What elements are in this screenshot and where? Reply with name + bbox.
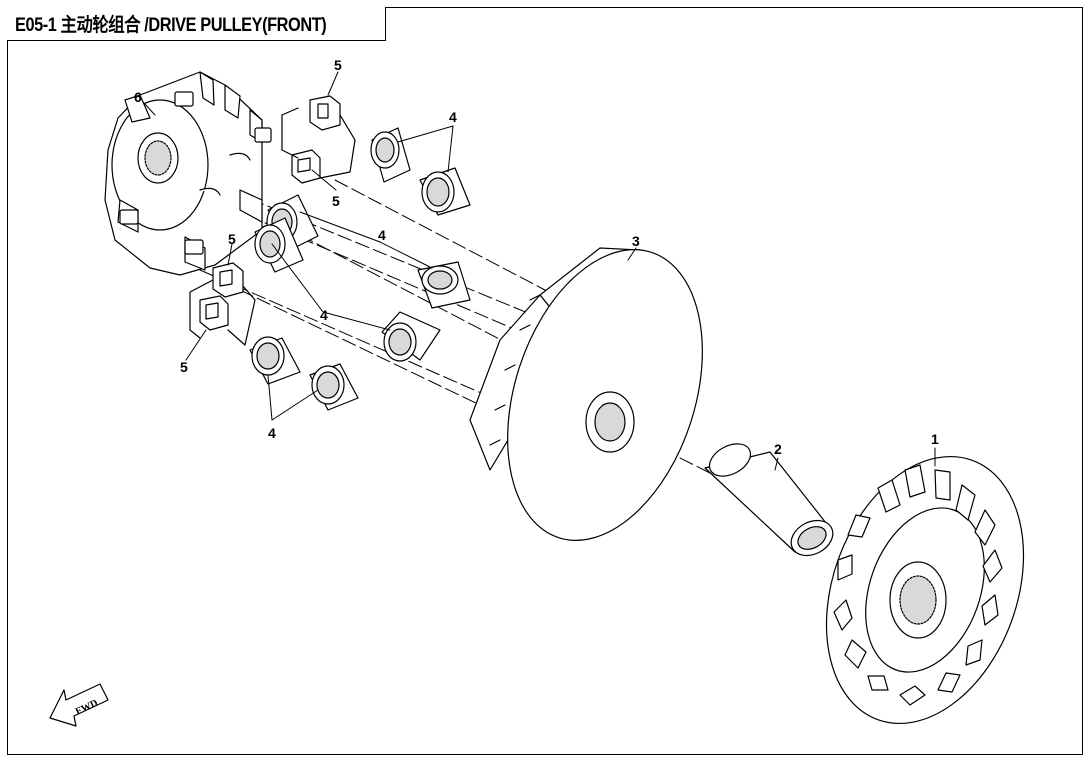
part2-collar-sleeve [704,443,834,557]
callout-part5-a: 5 [334,57,342,73]
part4-roller-group [249,127,471,411]
slider-mid-bottom [212,262,244,298]
fwd-arrow: FWD [49,683,109,727]
roller-4 [254,217,304,273]
callout-part5-c: 5 [228,231,236,247]
roller-5 [417,261,471,309]
callout-part2: 2 [774,441,782,457]
slider-top [309,95,341,131]
callout-part4-b: 4 [378,227,386,243]
callout-part5-d: 5 [180,359,188,375]
roller-2 [419,167,471,216]
callout-part4-c: 4 [320,307,328,323]
part5-slider-group [189,95,356,346]
part3-movable-sheave [469,247,703,541]
diagram-title: E05-1 主动轮组合 /DRIVE PULLEY(FRONT) [15,15,327,36]
cooling-fins [833,464,1003,706]
roller-6 [381,311,441,362]
part1-fixed-sheave [825,455,1025,725]
title-box: E05-1 主动轮组合 /DRIVE PULLEY(FRONT) [7,7,386,41]
callout-part4-a: 4 [449,109,457,125]
callout-part3: 3 [632,233,640,249]
part6-ramp-plate [104,71,272,276]
callout-labels: 1 2 3 4 4 4 4 5 5 5 5 6 [134,57,939,457]
slider-mid-top [291,149,321,184]
slider-bottom [199,295,229,331]
roller-7 [249,336,301,385]
leader-lines [142,71,936,471]
drawing-frame [7,7,1083,755]
callout-part4-d: 4 [268,425,276,441]
roller-8 [309,363,359,411]
callout-part5-b: 5 [332,193,340,209]
callout-part1: 1 [931,431,939,447]
roller-1 [370,127,411,183]
callout-part6: 6 [134,89,142,105]
